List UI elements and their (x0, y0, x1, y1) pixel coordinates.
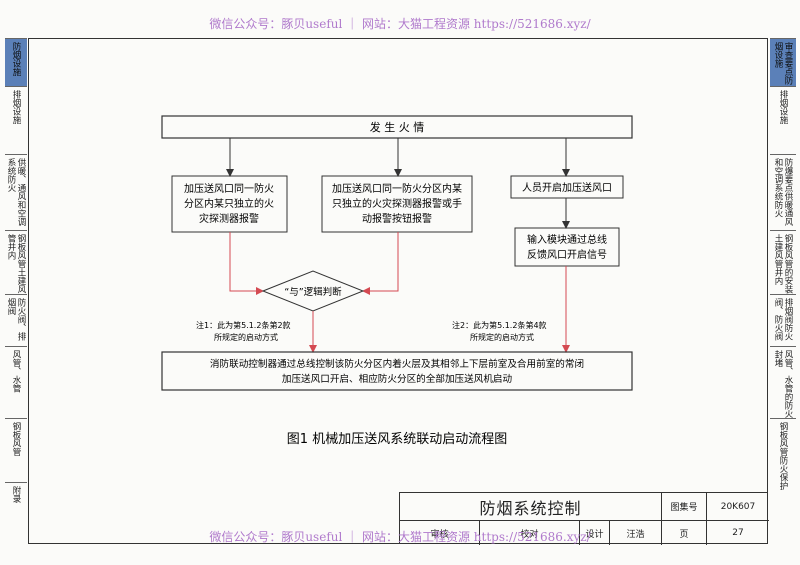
start-label: 发 生 火 情 (370, 120, 425, 134)
watermark-top: 微信公众号：豚贝useful ｜ 网站：大猫工程资源 https://52168… (209, 17, 591, 31)
design-label-cell: 设计 (580, 521, 610, 545)
left-tab-appendix[interactable]: 附录 (5, 482, 27, 544)
detector-or-button-box (321, 175, 473, 233)
left-tab-steel-duct-shaft[interactable]: 钢板风管土建风管井内 (5, 230, 27, 294)
left-tab-fire-damper[interactable]: 防火阀、排烟阀 (5, 294, 27, 346)
manual-open-box (510, 175, 624, 199)
left-tab-smoke-control[interactable]: 防烟设施 (5, 38, 27, 86)
linkage-controller-line-1: 消防联动控制器通过总线控制该防火分区内着火层及其相邻上下层前室及合用前室的常闭 (210, 358, 584, 370)
page-number: 27 (732, 528, 744, 538)
set-number-value: 20K607 (707, 493, 769, 521)
right-tab-review-smoke[interactable]: 审查要点防烟设施 (770, 38, 796, 86)
right-tab-fire-damper[interactable]: 排烟阀防火阀、防火阀 (770, 294, 796, 346)
page-label: 页 (662, 521, 707, 545)
review-cell: 审核 (400, 521, 480, 545)
watermark-bottom: 微信公众号：豚贝useful ｜ 网站：大猫工程资源 https://52168… (209, 530, 591, 544)
note-2-line-2: 所规定的启动方式 (470, 332, 534, 342)
left-tab-hvac-fire[interactable]: 供暖、通风和空调系统防火 (5, 154, 27, 230)
detector-or-button-line-2: 只独立的火灾探测器报警或手 (332, 197, 462, 210)
detector-single-line-3: 灾探测器报警 (199, 212, 259, 225)
input-module-box (514, 227, 620, 267)
right-tab-smoke-exhaust[interactable]: 排烟设施 (770, 86, 796, 154)
designer-cell: 汪浩 (610, 521, 662, 545)
detector-single-line-1: 加压送风口同一防火 (184, 182, 274, 195)
start-box (161, 115, 633, 139)
arrow-a-to-diamond (229, 232, 264, 295)
drawing-frame (28, 38, 768, 544)
note-1-line-1: 注1：此为第5.1.2条第2款 (196, 320, 291, 330)
right-tab-hvac-fire[interactable]: 防爆要点供暖通风和空调系统防火 (770, 154, 796, 230)
figure-caption: 图1 机械加压送风系统联动启动流程图 (287, 432, 507, 447)
linkage-controller-box (161, 351, 633, 391)
input-module-line-1: 输入模块通过总线 (527, 233, 607, 246)
left-tab-duct-pipe[interactable]: 风管、水管 (5, 346, 27, 418)
and-logic-diamond (261, 270, 365, 312)
check-cell: 校对 (480, 521, 580, 545)
right-tab-fire-protection[interactable]: 钢板风管防火保护 (770, 418, 796, 544)
left-tab-smoke-exhaust[interactable]: 排烟设施 (5, 86, 27, 154)
right-section-tabs: 审查要点防烟设施 排烟设施 防爆要点供暖通风和空调系统防火 钢板风管的安装土建风… (770, 38, 796, 544)
arrow-b-to-diamond (362, 232, 399, 295)
note-1-line-2: 所规定的启动方式 (214, 332, 278, 342)
manual-open-label: 人员开启加压送风口 (522, 181, 612, 194)
left-tab-steel-duct[interactable]: 钢板风管 (5, 418, 27, 482)
linkage-controller-line-2: 加压送风口开启、相应防火分区的全部加压送风机启动 (282, 373, 513, 385)
left-section-tabs: 防烟设施 排烟设施 供暖、通风和空调系统防火 钢板风管土建风管井内 防火阀、排烟… (5, 38, 27, 544)
detector-or-button-line-1: 加压送风口同一防火分区内某 (332, 182, 462, 195)
input-module-line-2: 反馈风口开启信号 (527, 248, 607, 261)
right-tab-steel-duct-install[interactable]: 钢板风管的安装土建风管井内 (770, 230, 796, 294)
right-tab-fire-seal[interactable]: 风管、水管的防火封堵 (770, 346, 796, 418)
and-logic-label: “与”逻辑判断 (284, 286, 342, 298)
drawing-title: 防烟系统控制 (400, 493, 662, 521)
detector-or-button-line-3: 动报警按钮报警 (362, 212, 432, 225)
detector-single-line-2: 分区内某只独立的火 (184, 197, 274, 210)
set-number-label: 图集号 (662, 493, 707, 521)
note-2-line-1: 注2：此为第5.1.2条第4款 (452, 320, 547, 330)
title-block: 防烟系统控制 图集号 20K607 审核 校对 设计 汪浩 页 27 (399, 492, 769, 545)
